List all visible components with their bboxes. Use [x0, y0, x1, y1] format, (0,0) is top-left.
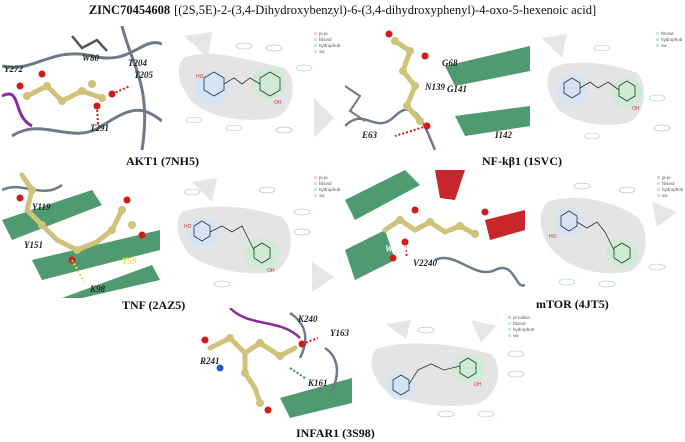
svg-text:hbond: hbond: [319, 37, 332, 42]
svg-text:hbond: hbond: [661, 31, 674, 36]
panel-caption: NF-kβ1 (1SVC): [482, 154, 562, 168]
svg-text:hydrophob: hydrophob: [662, 187, 684, 192]
residue-label: K161: [307, 378, 328, 388]
svg-text:vw: vw: [661, 43, 667, 48]
interaction-legend: pi-pi hbond hydrophob vw: [314, 175, 341, 198]
svg-text:pi-cation: pi-cation: [513, 315, 531, 320]
panel-caption: TNF (2AZ5): [122, 298, 186, 312]
svg-text:vw: vw: [662, 193, 668, 198]
residue-label: W80: [82, 53, 100, 63]
residue-label: W2239: [385, 244, 412, 254]
svg-text:hbond: hbond: [662, 181, 675, 186]
residue-label: Y119: [32, 202, 51, 212]
residue-label: T204: [128, 58, 147, 68]
interaction-legend: pi-cation hbond hydrophob vw: [508, 315, 535, 338]
residue-label: I142: [494, 130, 513, 140]
compound-name: [(2S,5E)-2-(3,4-Dihydroxybenzyl)-6-(3,4-…: [174, 3, 597, 17]
svg-text:pi-pi: pi-pi: [662, 175, 671, 180]
infar1-2d-diagram: OH pi-cation hbond hydrophob vw: [356, 314, 546, 422]
svg-text:hbond: hbond: [319, 181, 332, 186]
figure-title: ZINC70454608[(2S,5E)-2-(3,4-Dihydroxyben…: [0, 3, 685, 18]
svg-text:hbond: hbond: [513, 321, 526, 326]
svg-text:OH: OH: [274, 100, 282, 106]
nfkb1-3d-view: G68 N139 G141 E63 I142: [345, 26, 530, 150]
svg-text:hydrophob: hydrophob: [661, 37, 683, 42]
panel-caption: AKT1 (7NH5): [126, 154, 199, 168]
residue-label: K98: [89, 284, 106, 294]
residue-label: Y163: [330, 328, 349, 338]
residue-label: T291: [90, 123, 109, 133]
residue-label: G68: [442, 58, 458, 68]
svg-text:HO: HO: [549, 234, 557, 240]
svg-text:vw: vw: [513, 333, 519, 338]
svg-text:OH: OH: [632, 106, 640, 112]
svg-text:OH: OH: [474, 382, 482, 388]
compound-id: ZINC70454608: [88, 3, 171, 17]
mtor-2d-diagram: HO pi-pi hbond hydrophob vw: [527, 172, 684, 292]
nfkb1-2d-diagram: OH hbond hydrophob vw: [532, 28, 684, 148]
residue-label: Y151: [24, 240, 43, 250]
svg-text:OH: OH: [267, 268, 275, 274]
residue-label: Y272: [4, 64, 23, 74]
residue-label: T205: [134, 70, 153, 80]
interaction-legend: pi-pi hbond hydrophob vw: [314, 31, 341, 54]
residue-label: K240: [297, 314, 318, 324]
panel-caption: INFAR1 (3S98): [296, 426, 375, 440]
residue-label: V2240: [413, 258, 438, 268]
tnf-2d-diagram: HO OH pi-pi hbond hydrophob vw: [162, 172, 342, 296]
svg-text:pi-pi: pi-pi: [319, 175, 328, 180]
residue-label: R241: [199, 356, 220, 366]
svg-text:vw: vw: [319, 193, 325, 198]
svg-text:hydrophob: hydrophob: [319, 43, 341, 48]
mtor-3d-view: W2239 V2240: [345, 170, 525, 298]
infar1-3d-view: K240 Y163 R241 K161: [190, 308, 352, 424]
residue-label: Y59: [122, 256, 137, 266]
akt1-3d-view: W80 Y272 T204 T205 T291: [2, 26, 162, 150]
svg-text:pi-pi: pi-pi: [319, 31, 328, 36]
svg-text:vw: vw: [319, 49, 325, 54]
svg-text:hydrophob: hydrophob: [319, 187, 341, 192]
svg-text:HO: HO: [196, 74, 204, 80]
svg-text:hydrophob: hydrophob: [513, 327, 535, 332]
panel-caption: mTOR (4JT5): [536, 297, 609, 311]
akt1-2d-diagram: HO OH pi-pi hbond hydrophob vw: [164, 28, 344, 148]
interaction-legend: pi-pi hbond hydrophob vw: [657, 175, 684, 198]
residue-label: N139: [424, 82, 445, 92]
interaction-legend: hbond hydrophob vw: [656, 31, 683, 48]
svg-text:HO: HO: [184, 224, 192, 230]
residue-label: G141: [447, 84, 467, 94]
residue-label: E63: [361, 130, 378, 140]
tnf-3d-view: Y119 Y151 K98 Y59: [2, 170, 160, 298]
